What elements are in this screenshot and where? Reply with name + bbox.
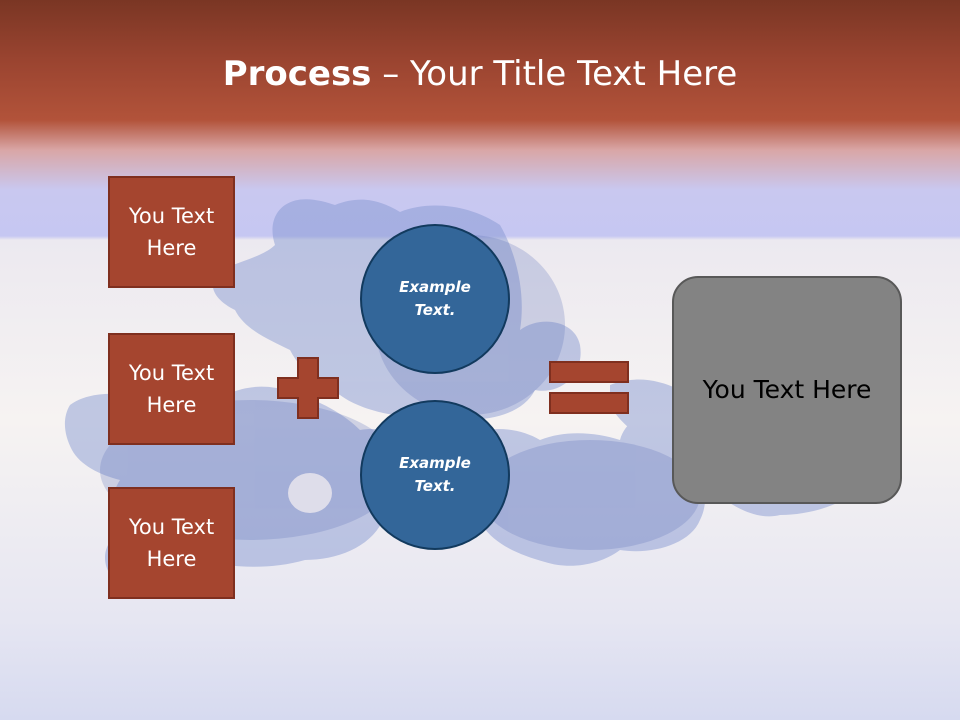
circle-example-1-label: Example Text. xyxy=(399,278,471,319)
title-bold-text: Process xyxy=(222,54,372,94)
left-box-2-label: You Text Here xyxy=(128,361,215,417)
left-box-1-label: You Text Here xyxy=(128,204,215,260)
circle-example-2[interactable]: Example Text. xyxy=(360,400,510,550)
result-box[interactable]: You Text Here xyxy=(672,276,902,504)
left-box-3[interactable]: You Text Here xyxy=(108,487,235,599)
equals-icon xyxy=(549,361,629,414)
left-box-3-label: You Text Here xyxy=(128,515,215,571)
circle-example-1[interactable]: Example Text. xyxy=(360,224,510,374)
plus-icon xyxy=(277,357,339,419)
result-box-label: You Text Here xyxy=(702,375,872,404)
left-box-2[interactable]: You Text Here xyxy=(108,333,235,445)
slide-title: Process – Your Title Text Here xyxy=(0,52,960,96)
left-box-1[interactable]: You Text Here xyxy=(108,176,235,288)
title-rest-text: – Your Title Text Here xyxy=(371,54,738,94)
circle-example-2-label: Example Text. xyxy=(399,454,471,495)
